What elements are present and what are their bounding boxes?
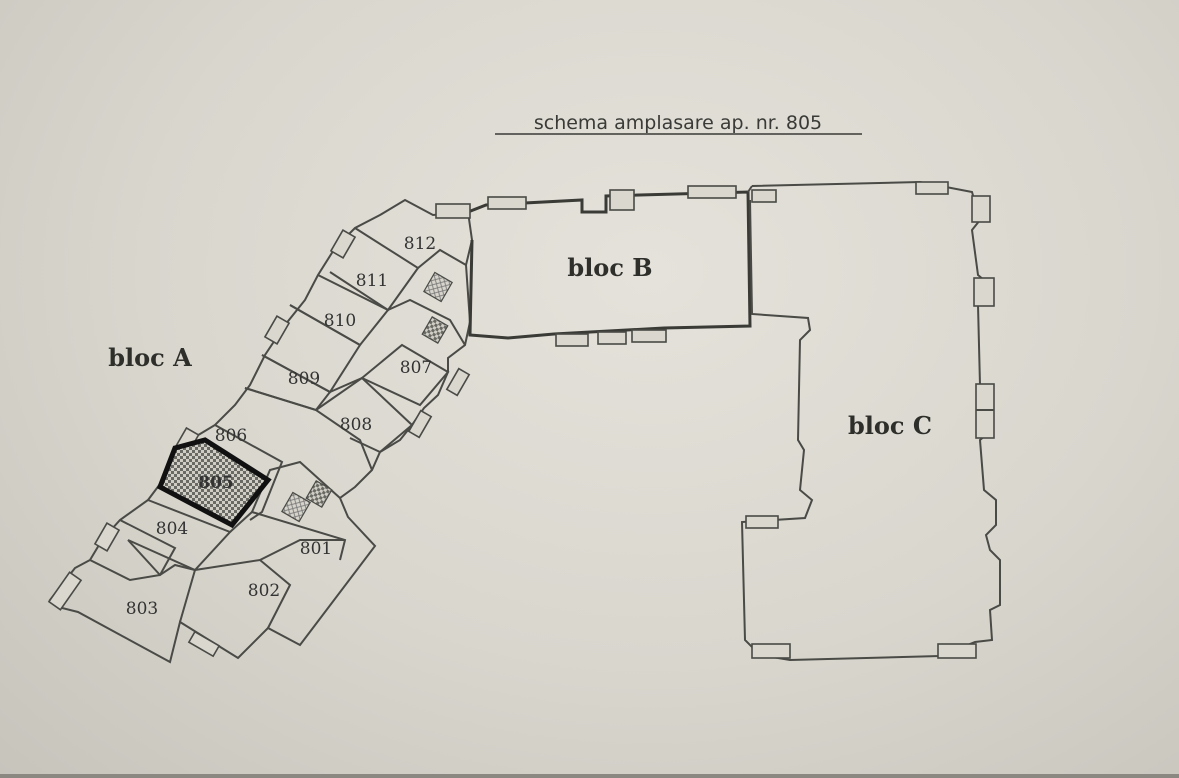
stair-core-icon [281, 491, 311, 523]
bloc-c-label: bloc C [848, 411, 932, 440]
bloc-c-balconies [745, 181, 995, 659]
bloc-b-outline [467, 185, 753, 340]
elevator-core-icon [421, 316, 449, 344]
unit-805-label: 805 [198, 473, 234, 493]
apartment-805-outline [156, 437, 272, 529]
bloc-b-balconies [435, 185, 737, 347]
bloc-a-label: bloc A [108, 343, 192, 372]
plan-title: schema amplasare ap. nr. 805 [534, 112, 822, 134]
bloc-a-outline [48, 198, 474, 664]
unit-810-label: 810 [324, 311, 356, 331]
unit-801-label: 801 [300, 539, 332, 559]
bloc-b-label: bloc B [567, 253, 652, 282]
unit-802-label: 802 [248, 581, 280, 601]
stair-core-icon [423, 271, 453, 303]
unit-812-label: 812 [404, 234, 436, 254]
page-edge-shadow [0, 774, 1179, 778]
unit-811-label: 811 [356, 271, 388, 291]
unit-804-label: 804 [156, 519, 188, 539]
unit-808-label: 808 [340, 415, 372, 435]
unit-807-label: 807 [400, 358, 432, 378]
bloc-a-balconies [47, 229, 471, 658]
unit-809-label: 809 [288, 369, 320, 389]
unit-803-label: 803 [126, 599, 158, 619]
unit-806-label: 806 [215, 426, 247, 446]
elevator-core-icon [305, 480, 333, 508]
apartment-805-highlight [160, 440, 268, 525]
